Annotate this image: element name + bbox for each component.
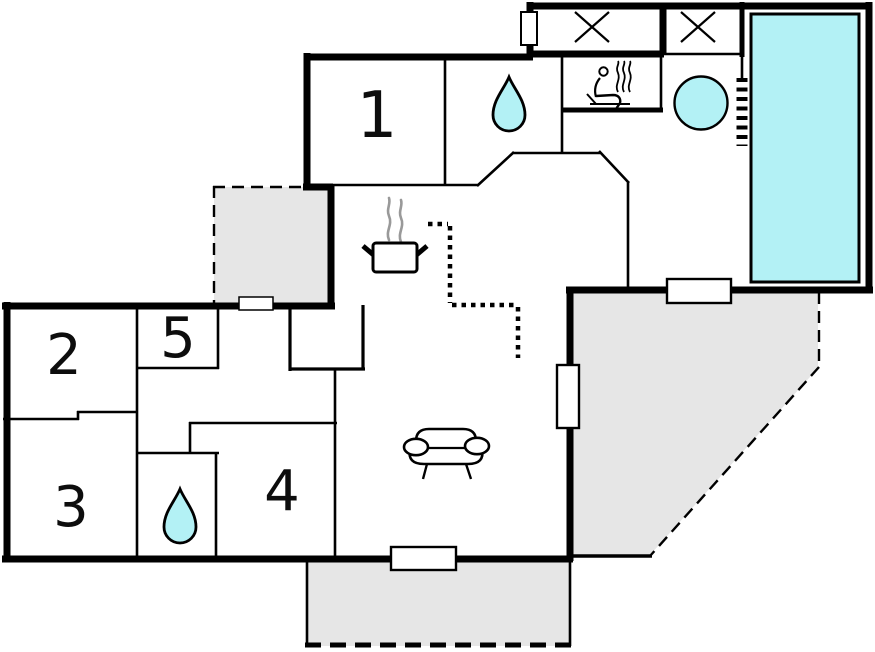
sauna-steam xyxy=(615,60,632,93)
cooking-pot-icon xyxy=(361,196,429,274)
room-2-label: 2 xyxy=(46,323,82,388)
room-4-label: 4 xyxy=(264,459,300,524)
room-5-label: 5 xyxy=(160,306,196,371)
water-drop-icon-top xyxy=(491,73,527,133)
interior-walls xyxy=(3,52,744,646)
terrace-dashed-edges xyxy=(212,185,821,557)
water-drop-icon-bottom xyxy=(162,485,198,545)
medium-walls xyxy=(562,2,745,113)
closet-x-icon-right xyxy=(680,11,716,43)
window-living-south xyxy=(389,545,458,572)
terrace-bottom xyxy=(307,562,570,646)
sofa-icon xyxy=(402,427,491,480)
room-1-label: 1 xyxy=(357,79,398,153)
kitchen-counter-dotted-line xyxy=(428,221,521,358)
sauna-icon xyxy=(586,60,632,110)
terrace-top-left xyxy=(214,187,330,304)
swimming-pool xyxy=(749,12,861,284)
window-pool-room xyxy=(665,277,733,305)
window-terrace-wall xyxy=(238,296,274,311)
hot-tub xyxy=(673,75,729,131)
closet-walls xyxy=(288,305,365,371)
window-top-left xyxy=(520,11,538,46)
closet-x-icon-left xyxy=(574,11,610,43)
room-3-label: 3 xyxy=(53,475,89,540)
window-living-east xyxy=(555,363,581,430)
pot-steam xyxy=(386,196,404,244)
terrace-right xyxy=(572,293,818,555)
